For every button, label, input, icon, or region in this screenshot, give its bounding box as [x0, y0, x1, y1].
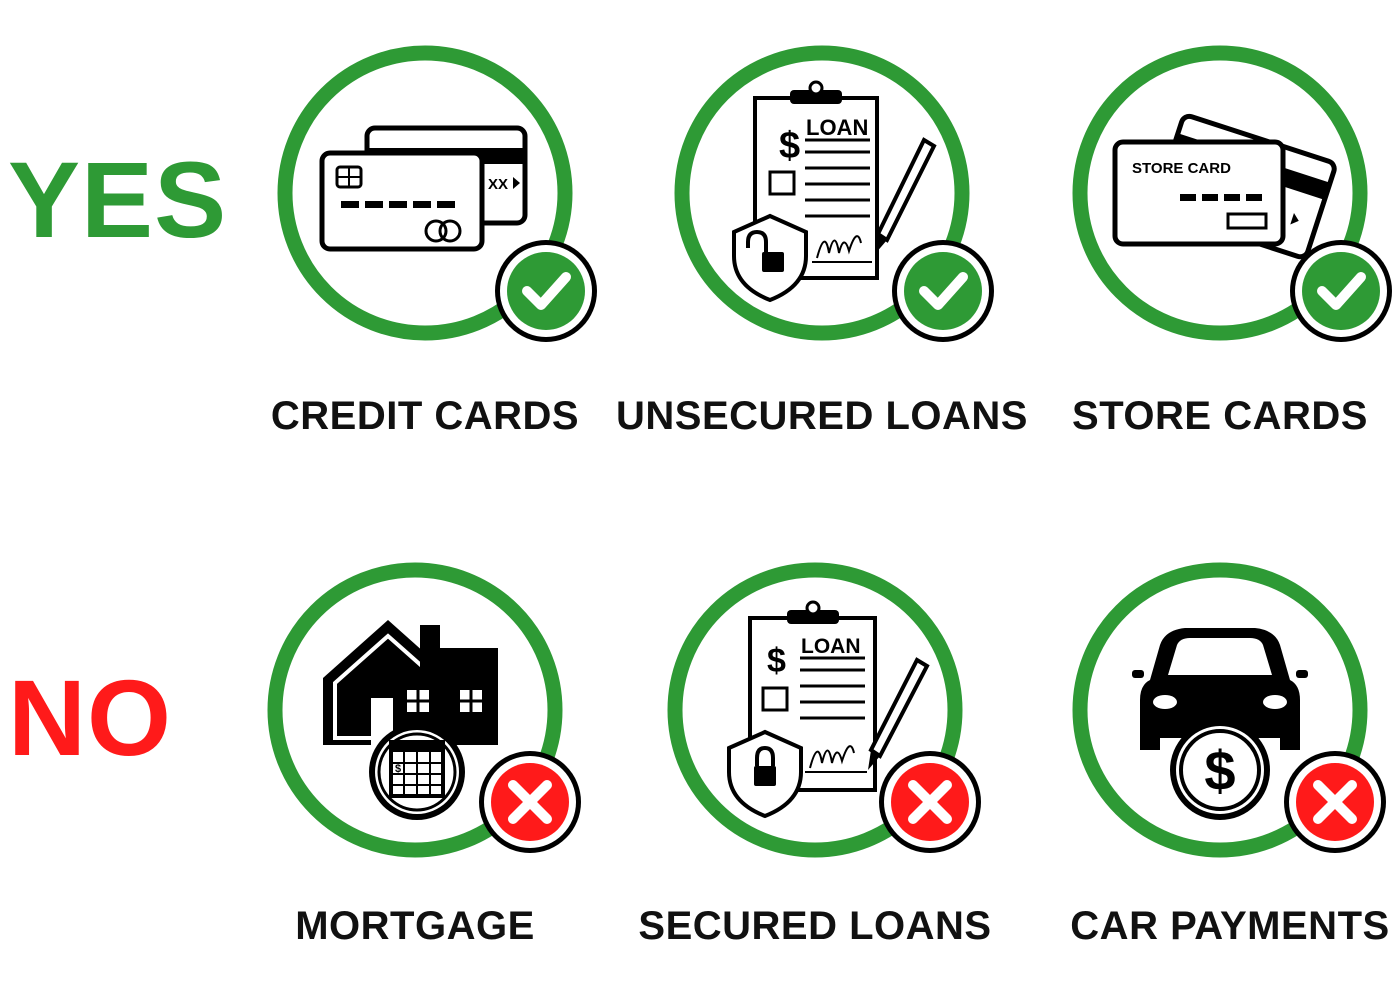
- calendar-dollar: $: [395, 763, 401, 775]
- check-badge: [495, 240, 597, 342]
- mortgage-illustration: $: [267, 562, 581, 858]
- shield-locked-icon: [727, 729, 803, 819]
- calendar-icon: [761, 686, 789, 712]
- unsecured-loans-illustration: $ LOAN: [674, 45, 994, 342]
- credit-cards-caption: CREDIT CARDS: [270, 394, 580, 438]
- dollar-sign: $: [779, 125, 800, 167]
- dollar-sign: $: [767, 642, 786, 680]
- cross-icon: [908, 780, 952, 824]
- car-payments-illustration: $: [1072, 562, 1386, 858]
- card-xx-text: XX: [488, 176, 508, 193]
- secured-loans-illustration: $ LOAN: [667, 562, 981, 858]
- check-icon: [522, 272, 571, 310]
- cross-icon: [508, 780, 552, 824]
- house-calendar-icon: $: [323, 620, 498, 820]
- credit-cards-icon: XX: [319, 125, 528, 252]
- loan-title: LOAN: [806, 115, 868, 140]
- shield-unlocked-icon: [732, 213, 808, 303]
- pen-icon: [875, 137, 937, 254]
- no-row-label: NO: [8, 657, 172, 778]
- pen-icon: [868, 657, 930, 770]
- cross-badge: [1284, 751, 1386, 853]
- dollar-coin-icon: $: [1204, 739, 1235, 802]
- ring: [667, 562, 963, 858]
- ring: [267, 562, 563, 858]
- unsecured-loans-caption: UNSECURED LOANS: [616, 394, 1028, 438]
- store-cards-illustration: STORE CARD: [1072, 45, 1392, 342]
- ring: [674, 45, 970, 341]
- car-dollar-icon: $: [1132, 628, 1308, 820]
- check-badge: [1290, 240, 1392, 342]
- signature: [816, 235, 862, 259]
- secured-loans-caption: SECURED LOANS: [638, 904, 992, 948]
- credit-cards-illustration: XX: [277, 45, 597, 342]
- check-icon: [1317, 272, 1366, 310]
- signature: [809, 745, 855, 769]
- ring: [277, 45, 573, 341]
- store-cards-icon: STORE CARD: [1112, 113, 1337, 260]
- cross-icon: [1313, 780, 1357, 824]
- store-cards-caption: STORE CARDS: [1072, 394, 1368, 438]
- check-icon: [919, 272, 968, 310]
- loan-document-unlocked-icon: $ LOAN: [732, 80, 937, 303]
- calendar-icon: [768, 170, 796, 196]
- cross-badge: [479, 751, 581, 853]
- yes-row-label: YES: [8, 139, 228, 260]
- loan-document-locked-icon: $ LOAN: [727, 600, 930, 819]
- ring: [1072, 562, 1368, 858]
- store-card-text: STORE CARD: [1132, 160, 1231, 177]
- check-badge: [892, 240, 994, 342]
- car-payments-caption: CAR PAYMENTS: [1070, 904, 1390, 948]
- ring: [1072, 45, 1368, 341]
- mortgage-caption: MORTGAGE: [295, 904, 535, 948]
- cross-badge: [879, 751, 981, 853]
- loan-title: LOAN: [801, 635, 861, 658]
